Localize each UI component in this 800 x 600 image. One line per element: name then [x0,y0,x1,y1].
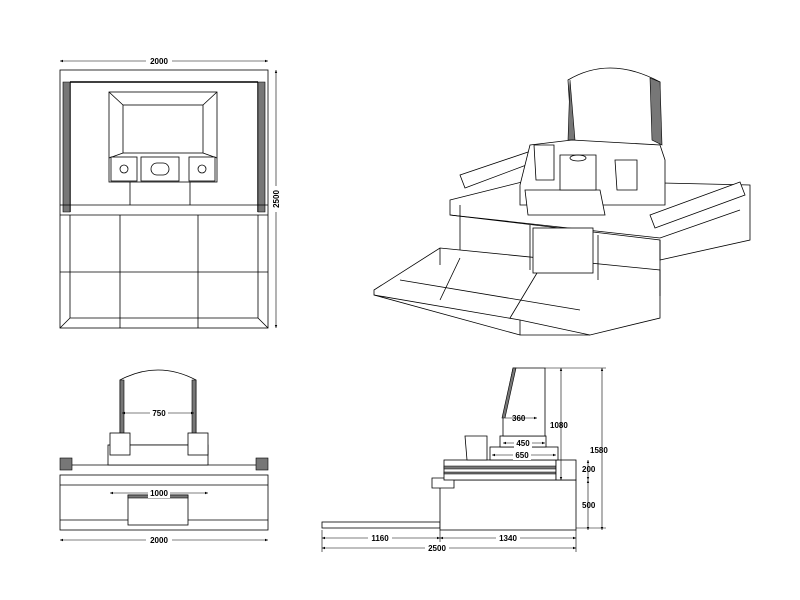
side-rear-depth-dim: 1340 [499,534,517,543]
front-elevation: 750 1000 2000 [59,369,269,545]
side-foundation-height-dim: 500 [582,501,596,510]
front-total-width-dim: 2000 [150,536,168,545]
side-elevation: 360 450 650 1080 1580 200 500 1160 1340 … [321,367,608,553]
plan-width-dim: 2000 [150,57,168,66]
front-stone-width-dim: 750 [152,409,166,418]
side-base2-dim: 650 [515,451,529,460]
plan-depth-dim: 2500 [272,190,281,208]
side-total-depth-dim: 2500 [428,544,446,553]
plan-view: 2000 2500 [59,56,281,329]
side-base1-dim: 450 [516,439,530,448]
side-stone-height-dim: 1080 [550,421,568,430]
side-stone-depth-dim: 360 [512,414,526,423]
side-total-height-dim: 1580 [590,446,608,455]
side-front-depth-dim: 1160 [371,534,389,543]
isometric-view [373,67,751,336]
front-inner-width-dim: 1000 [150,489,168,498]
side-platform-height-dim: 200 [582,465,596,474]
